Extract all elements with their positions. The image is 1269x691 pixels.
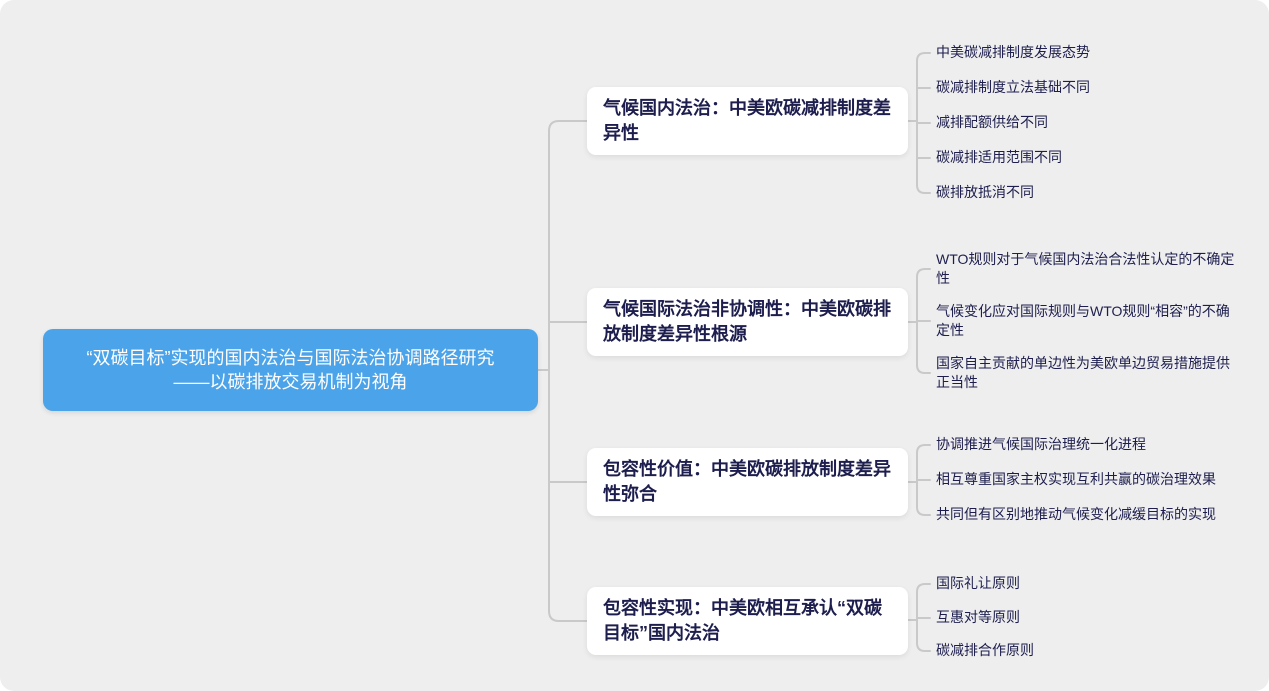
connector-branch3-trunk: [916, 444, 931, 516]
leaf-node[interactable]: WTO规则对于气候国内法治合法性认定的不确定性: [936, 251, 1235, 286]
leaf-node[interactable]: 共同但有区别地推动气候变化减缓目标的实现: [936, 506, 1216, 522]
connector-branch4-trunk: [916, 583, 931, 652]
leaf-node[interactable]: 国际礼让原则: [936, 575, 1020, 591]
connector-branch1-trunk: [916, 52, 931, 194]
leaf-node[interactable]: 碳减排合作原则: [936, 642, 1034, 658]
leaf-node[interactable]: 协调推进气候国际治理统一化进程: [936, 436, 1146, 452]
leaf-node[interactable]: 中美碳减排制度发展态势: [936, 44, 1090, 60]
connector-main-trunk: [548, 120, 588, 622]
branch-node-1[interactable]: 气候国内法治：中美欧碳减排制度差异性: [587, 87, 908, 155]
leaf-node[interactable]: 碳减排适用范围不同: [936, 149, 1062, 165]
leaf-node[interactable]: 相互尊重国家主权实现互利共赢的碳治理效果: [936, 471, 1216, 487]
branch-label: 包容性价值：中美欧碳排放制度差异性弥合: [603, 459, 891, 504]
leaf-node[interactable]: 国家自主贡献的单边性为美欧单边贸易措施提供正当性: [936, 355, 1230, 390]
branch-node-2[interactable]: 气候国际法治非协调性：中美欧碳排放制度差异性根源: [587, 288, 908, 356]
leaf-node[interactable]: 互惠对等原则: [936, 609, 1020, 625]
branch-node-4[interactable]: 包容性实现：中美欧相互承认“双碳目标”国内法治: [587, 587, 908, 655]
root-node[interactable]: “双碳目标”实现的国内法治与国际法治协调路径研究 ——以碳排放交易机制为视角: [43, 329, 538, 411]
root-subtitle: ——以碳排放交易机制为视角: [173, 372, 408, 392]
leaf-node[interactable]: 减排配额供给不同: [936, 114, 1048, 130]
branch-label: 气候国际法治非协调性：中美欧碳排放制度差异性根源: [603, 299, 891, 344]
branch-label: 气候国内法治：中美欧碳减排制度差异性: [603, 98, 891, 143]
leaf-node[interactable]: 碳减排制度立法基础不同: [936, 79, 1090, 95]
leaf-node[interactable]: 气候变化应对国际规则与WTO规则“相容”的不确定性: [936, 303, 1230, 338]
leaf-node[interactable]: 碳排放抵消不同: [936, 184, 1034, 200]
branch-label: 包容性实现：中美欧相互承认“双碳目标”国内法治: [603, 598, 882, 643]
root-title: “双碳目标”实现的国内法治与国际法治协调路径研究: [86, 348, 495, 368]
connector-branch2-trunk: [916, 268, 931, 374]
branch-node-3[interactable]: 包容性价值：中美欧碳排放制度差异性弥合: [587, 448, 908, 516]
